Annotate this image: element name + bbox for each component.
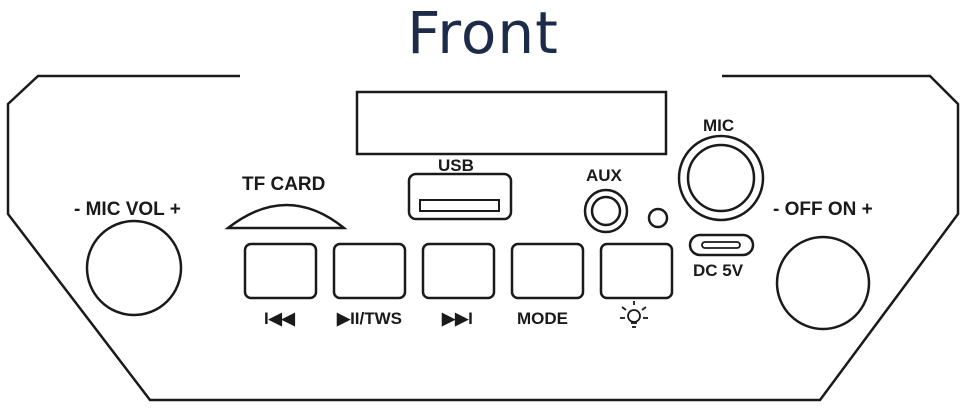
prev-track-icon: I◀◀ [264,309,295,328]
dc-5v-label: DC 5V [693,261,744,280]
play-pause-tws-button[interactable] [332,242,407,300]
aux-jack-inner [590,195,622,227]
indicator-led [647,207,669,229]
mic-volume-knob[interactable] [85,219,183,317]
next-track-button[interactable] [421,242,496,300]
dc-port[interactable] [688,233,755,257]
usb-port-slot [419,199,500,212]
mode-button[interactable] [510,242,585,300]
mic-jack-outer[interactable] [677,134,765,222]
display-screen [355,90,668,156]
aux-label: AUX [586,166,622,185]
prev-track-button[interactable] [243,242,318,300]
light-button[interactable] [599,242,674,300]
usb-port[interactable] [407,172,513,221]
mode-label: MODE [517,309,568,328]
page-title: Front [407,0,559,67]
light-bulb-icon [620,301,648,328]
next-track-icon: ▶▶I [442,309,473,328]
mic-vol-label: - MIC VOL + [74,199,181,220]
tf-card-slot[interactable] [224,203,348,230]
mic-jack-inner [686,143,756,213]
dc-port-slot [701,241,741,249]
off-on-label: - OFF ON + [773,199,873,220]
mic-label: MIC [703,116,735,135]
tf-card-label: TF CARD [242,174,326,195]
panel-outline-left [6,74,960,402]
play-pause-icon: ▶II/TWS [337,309,403,328]
power-volume-knob[interactable] [775,235,871,331]
usb-label: USB [438,156,474,175]
aux-jack-outer[interactable] [583,188,629,234]
